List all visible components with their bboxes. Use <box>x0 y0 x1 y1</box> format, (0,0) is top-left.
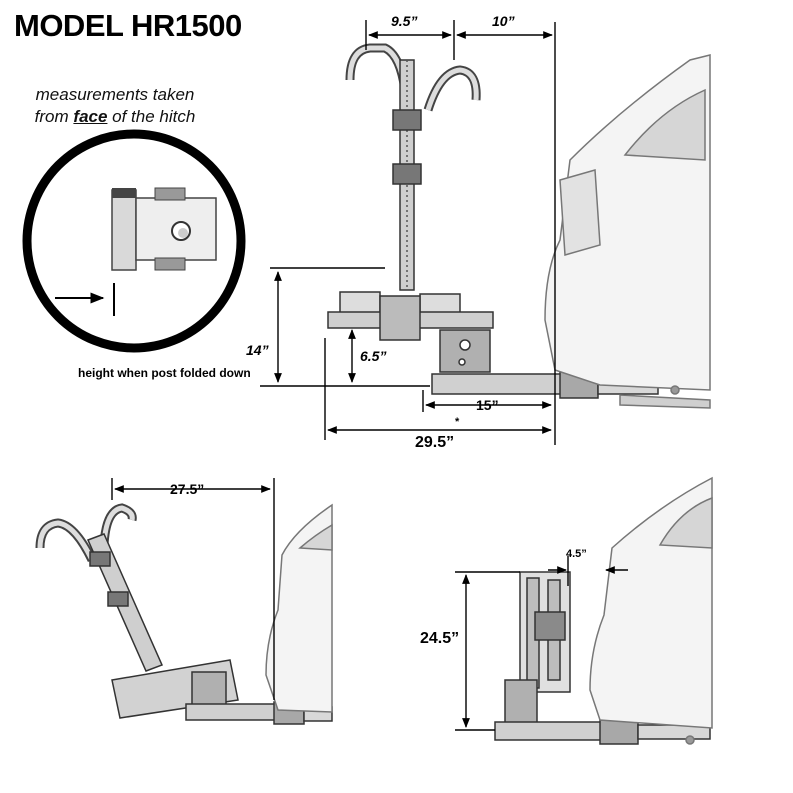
dim-hitch-length: 15” <box>476 397 499 413</box>
note-emphasis: face <box>73 107 108 126</box>
model-title: MODEL HR1500 <box>14 8 242 43</box>
dimension-lines-left <box>111 478 275 700</box>
dim-top-offset: 10” <box>492 13 515 29</box>
dimension-lines-top <box>260 20 556 445</box>
dimension-lines-right <box>455 556 628 731</box>
folded-height-caption: height when post folded down <box>78 366 251 380</box>
dim-stowed-gap: 4.5” <box>566 548 587 560</box>
hitch-face-inset <box>22 129 246 353</box>
dim-height-folded: 14” <box>246 342 269 358</box>
measurement-note-line1: measurements taken <box>35 85 195 104</box>
dim-platform-height: 6.5” <box>360 348 387 364</box>
vehicle-top-view <box>544 54 711 409</box>
note-pre: from <box>34 107 74 126</box>
dim-top-width: 9.5” <box>391 13 418 29</box>
vehicle-left-view <box>265 503 333 713</box>
dim-total-length: 29.5” <box>415 434 455 451</box>
dim-asterisk: * <box>455 416 460 428</box>
dim-stowed-height: 24.5” <box>420 630 460 647</box>
rack-main-view <box>327 43 659 399</box>
measurement-note-line2: from face of the hitch <box>20 106 210 128</box>
vehicle-right-view <box>589 476 713 745</box>
measurement-note: measurements taken from face of the hitc… <box>20 84 210 128</box>
dim-tilted-length: 27.5” <box>170 481 205 497</box>
rack-stowed-view <box>494 571 711 745</box>
rack-tilted-view <box>35 503 333 725</box>
note-post: of the hitch <box>107 107 196 126</box>
